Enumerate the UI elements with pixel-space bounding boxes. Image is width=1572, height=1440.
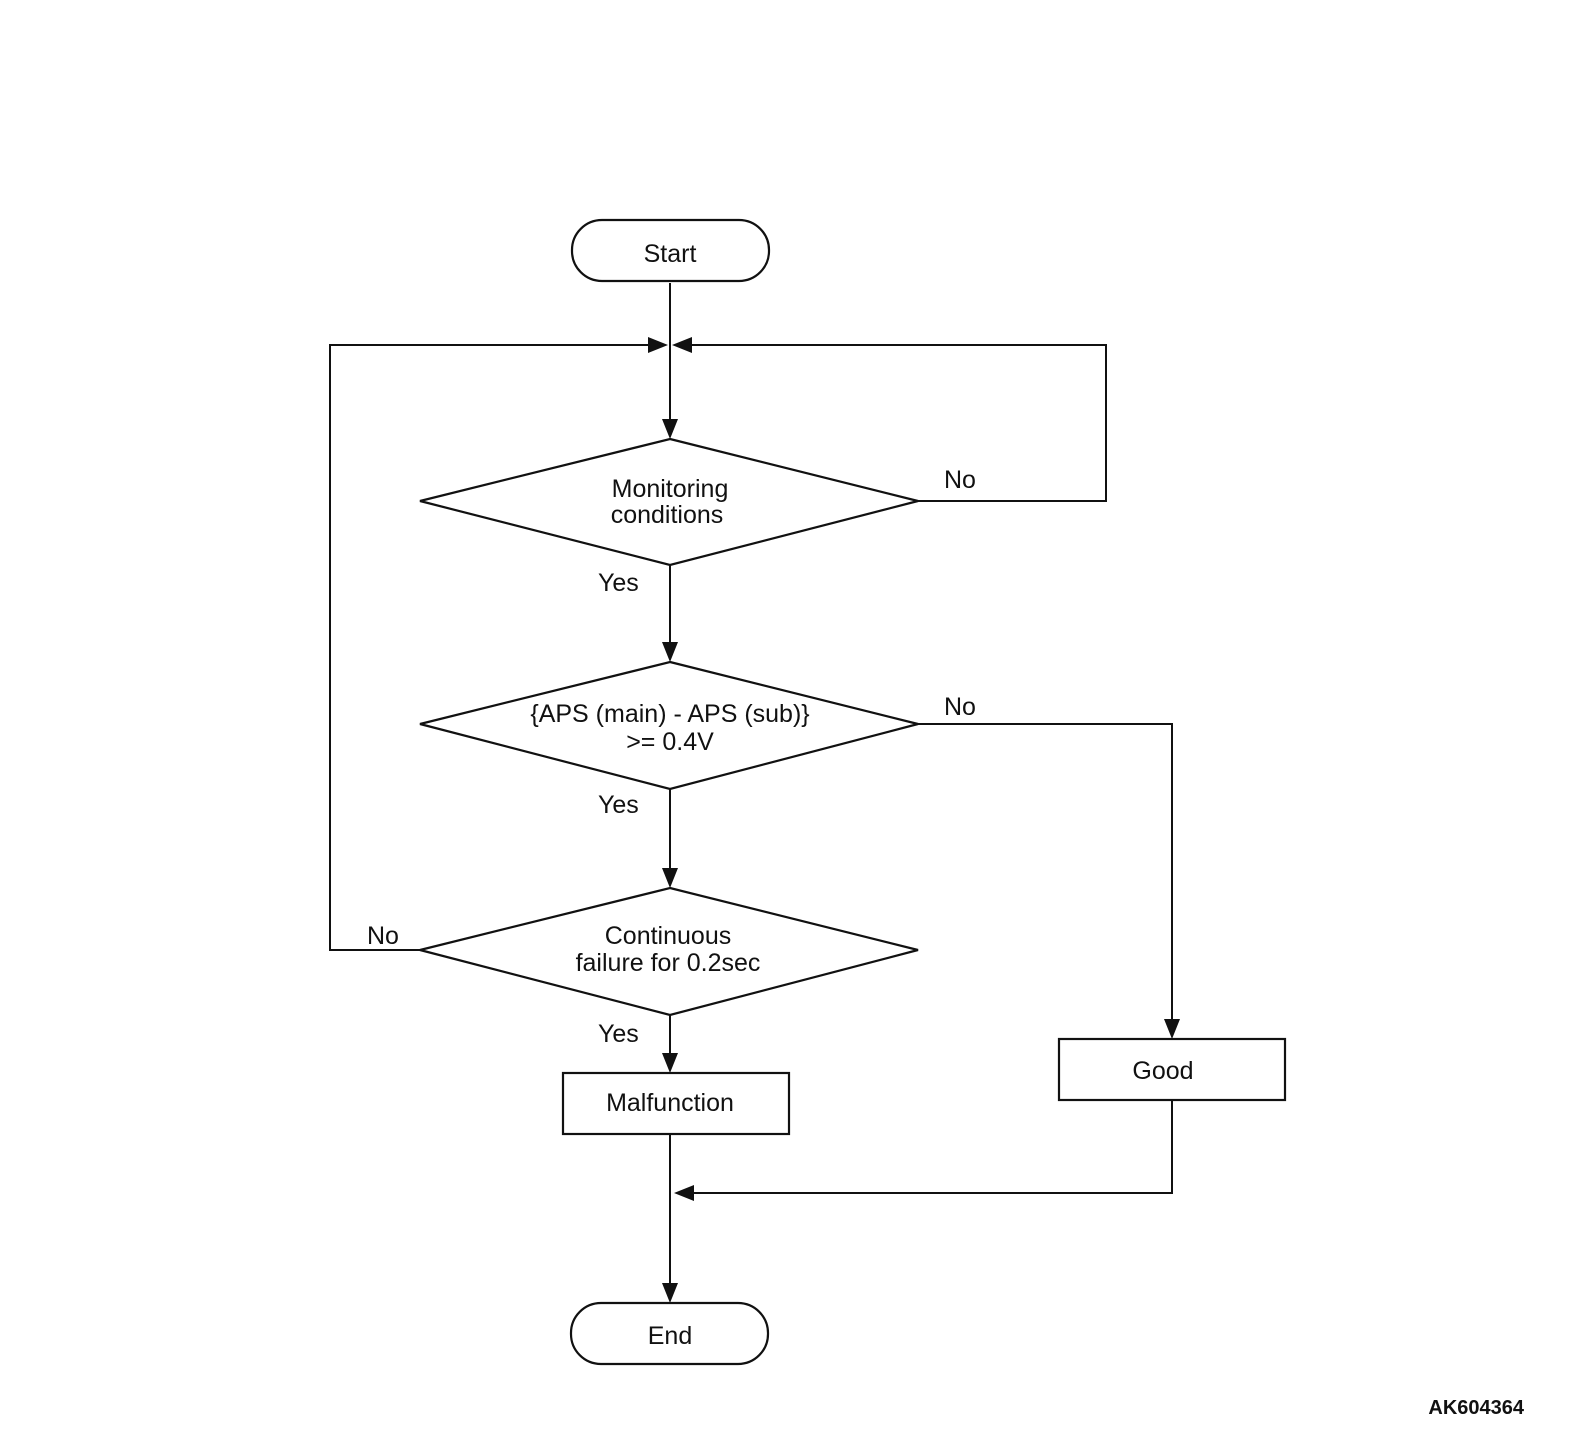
malfunction-box-shape (561, 1071, 791, 1136)
monitoring-label-line2: conditions (611, 501, 724, 529)
arrowhead-junction-from-left (648, 337, 668, 353)
connectors (329, 283, 1173, 1284)
continuous-yes-label: Yes (598, 1020, 639, 1048)
arrowhead-into-aps-check (662, 642, 678, 662)
end-label: End (648, 1322, 692, 1350)
continuous-label-line1: Continuous (605, 922, 731, 950)
arrowhead-into-monitoring (662, 419, 678, 439)
arrowhead-into-malfunction (662, 1053, 678, 1073)
start-label: Start (644, 240, 697, 268)
node-malfunction: Malfunction (561, 1071, 791, 1136)
continuous-no-label: No (367, 922, 399, 950)
node-start: Start (570, 218, 771, 283)
end-terminator-shape (569, 1301, 770, 1366)
node-aps-check: {APS (main) - APS (sub)} >= 0.4V (419, 660, 919, 791)
edge-good-to-merge (692, 1100, 1173, 1194)
arrowhead-merge (674, 1185, 694, 1201)
aps-label-line1: {APS (main) - APS (sub)} (530, 700, 809, 728)
aps-decision-shape (419, 660, 919, 791)
aps-yes-label: Yes (598, 791, 639, 819)
edge-continuous-no-loop (329, 344, 650, 951)
node-monitoring-conditions: Monitoring conditions (419, 437, 919, 567)
edge-labels: No Yes No Yes No Yes (367, 466, 976, 1048)
edge-monitoring-no-loop (690, 344, 1107, 502)
arrowhead-into-end (662, 1283, 678, 1303)
arrowhead-junction-from-right (672, 337, 692, 353)
continuous-label-line2: failure for 0.2sec (576, 949, 761, 977)
continuous-decision-shape (419, 886, 919, 1017)
malfunction-label: Malfunction (606, 1089, 734, 1117)
monitoring-yes-label: Yes (598, 569, 639, 597)
aps-label-line2: >= 0.4V (626, 728, 714, 756)
good-box-shape (1057, 1037, 1287, 1102)
arrowhead-into-good (1164, 1019, 1180, 1039)
good-label: Good (1132, 1057, 1193, 1085)
edge-aps-no (918, 723, 1173, 1020)
start-terminator-shape (570, 218, 771, 283)
monitoring-label-line1: Monitoring (612, 475, 729, 503)
arrowhead-into-continuous (662, 868, 678, 888)
aps-no-label: No (944, 693, 976, 721)
node-end: End (569, 1301, 770, 1366)
arrowheads (648, 337, 1180, 1303)
monitoring-decision-shape (419, 437, 919, 567)
node-continuous-failure: Continuous failure for 0.2sec (419, 886, 919, 1017)
figure-id: AK604364 (1428, 1397, 1525, 1419)
monitoring-no-label: No (944, 466, 976, 494)
node-good: Good (1057, 1037, 1287, 1102)
